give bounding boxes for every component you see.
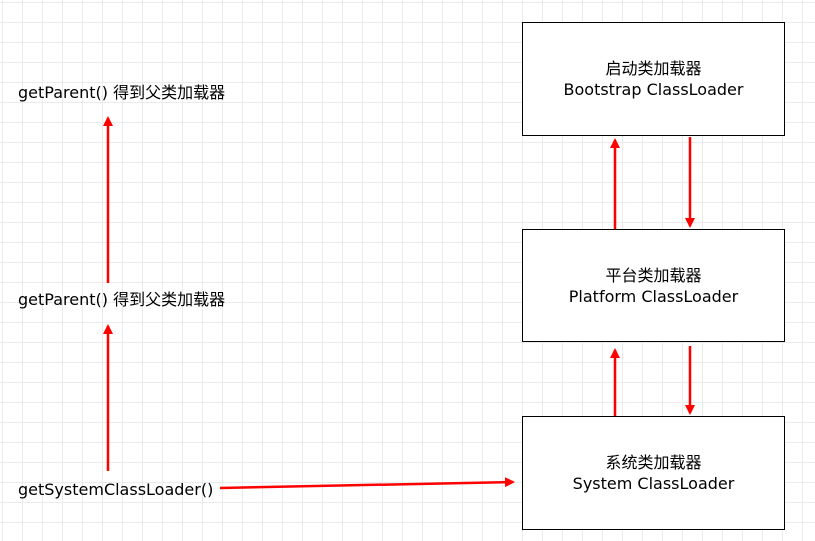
get-parent-label-middle: getParent() 得到父类加载器 (18, 290, 226, 309)
get-parent-label-top: getParent() 得到父类加载器 (18, 83, 226, 102)
system-classloader-box: 系统类加载器 System ClassLoader (522, 416, 785, 530)
arrow-getsystem-to-system-loader (219, 477, 515, 490)
system-english-label: System ClassLoader (572, 474, 735, 493)
platform-chinese-label: 平台类加载器 (605, 265, 702, 285)
get-system-class-loader-label: getSystemClassLoader() (18, 480, 214, 499)
platform-classloader-box: 平台类加载器 Platform ClassLoader (522, 229, 785, 342)
system-chinese-label: 系统类加载器 (605, 453, 702, 472)
bootstrap-classloader-box: 启动类加载器 Bootstrap ClassLoader (522, 22, 785, 136)
bootstrap-english-label: Bootstrap ClassLoader (563, 80, 744, 99)
bootstrap-chinese-label: 启动类加载器 (605, 59, 702, 78)
platform-english-label: Platform ClassLoader (568, 286, 739, 306)
